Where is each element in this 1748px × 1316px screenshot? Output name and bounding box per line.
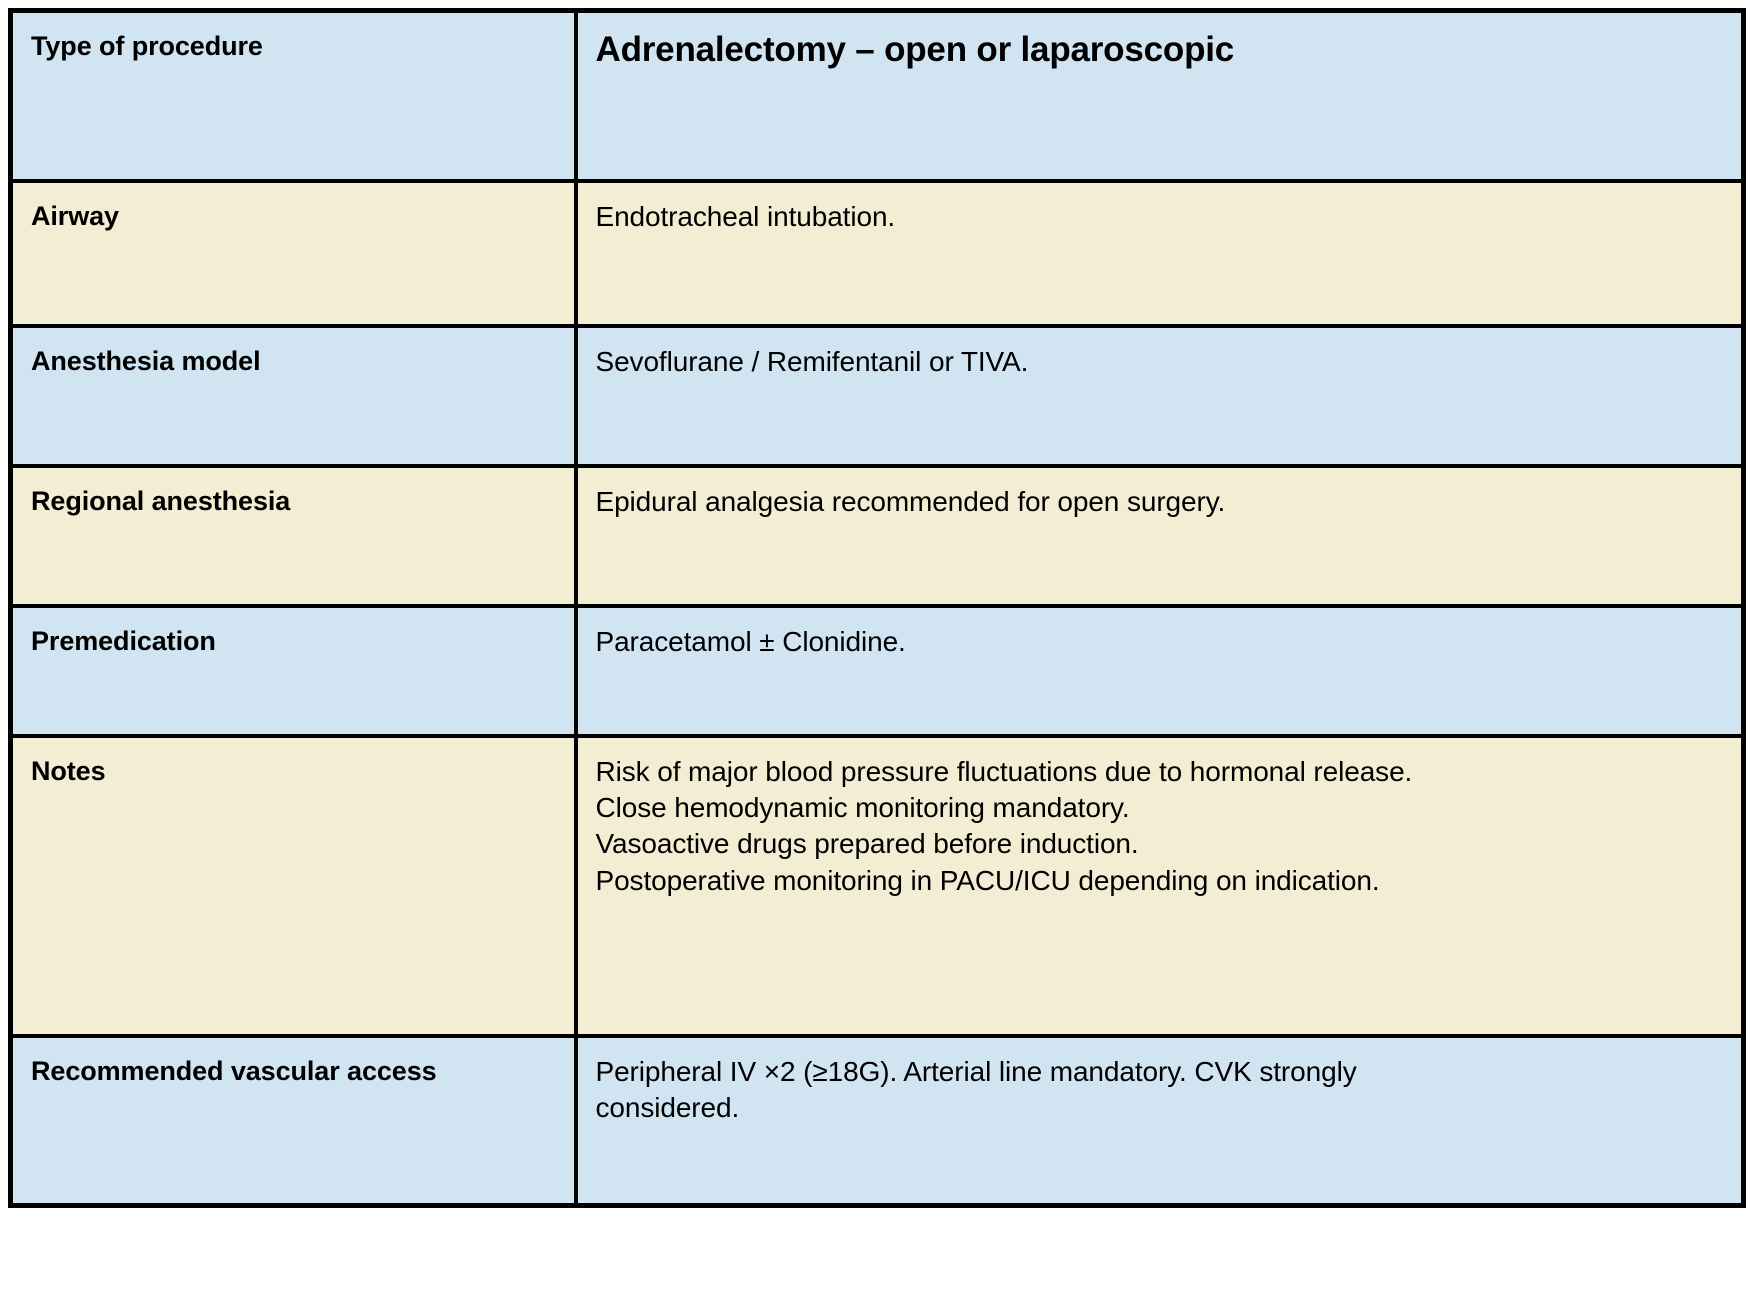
value-line: Close hemodynamic monitoring mandatory. xyxy=(595,791,1130,823)
row-value-anesthesia-model: Sevoflurane / Remifentanil or TIVA. xyxy=(573,323,1746,468)
value-line: Sevoflurane / Remifentanil or TIVA. xyxy=(595,345,1029,377)
value-line: Vasoactive drugs prepared before inducti… xyxy=(595,828,1139,860)
table-row-regional-anesthesia: Regional anesthesia Epidural analgesia r… xyxy=(8,463,1746,608)
row-value-procedure-title: Adrenalectomy – open or laparoscopic xyxy=(573,8,1746,183)
row-label-notes: Notes xyxy=(8,733,578,1038)
procedure-table-body: Type of procedure Adrenalectomy – open o… xyxy=(8,8,1746,1208)
value-line: Postoperative monitoring in PACU/ICU dep… xyxy=(595,864,1380,896)
row-label-premedication: Premedication xyxy=(8,603,578,738)
row-label-regional-anesthesia: Regional anesthesia xyxy=(8,463,578,608)
value-line: Peripheral IV ×2 (≥18G). Arterial line m… xyxy=(595,1055,1357,1087)
row-value-airway: Endotracheal intubation. xyxy=(573,178,1746,328)
table-row-airway: Airway Endotracheal intubation. xyxy=(8,178,1746,328)
table-row-notes: Notes Risk of major blood pressure fluct… xyxy=(8,733,1746,1038)
table-row-premedication: Premedication Paracetamol ± Clonidine. xyxy=(8,603,1746,738)
row-label-airway: Airway xyxy=(8,178,578,328)
row-value-premedication: Paracetamol ± Clonidine. xyxy=(573,603,1746,738)
row-value-regional-anesthesia: Epidural analgesia recommended for open … xyxy=(573,463,1746,608)
row-value-recommended-vascular-access: Peripheral IV ×2 (≥18G). Arterial line m… xyxy=(573,1033,1746,1208)
value-line: considered. xyxy=(595,1091,740,1123)
value-line: Endotracheal intubation. xyxy=(595,200,896,232)
value-line: Paracetamol ± Clonidine. xyxy=(595,625,906,657)
row-label-type-of-procedure: Type of procedure xyxy=(8,8,578,183)
table-row-type-of-procedure: Type of procedure Adrenalectomy – open o… xyxy=(8,8,1746,183)
row-value-notes: Risk of major blood pressure fluctuation… xyxy=(573,733,1746,1038)
row-label-recommended-vascular-access: Recommended vascular access xyxy=(8,1033,578,1208)
value-line: Risk of major blood pressure fluctuation… xyxy=(595,755,1413,787)
table-row-recommended-vascular-access: Recommended vascular access Peripheral I… xyxy=(8,1033,1746,1208)
value-line: Epidural analgesia recommended for open … xyxy=(595,485,1226,517)
table-row-anesthesia-model: Anesthesia model Sevoflurane / Remifenta… xyxy=(8,323,1746,468)
row-label-anesthesia-model: Anesthesia model xyxy=(8,323,578,468)
procedure-table: Type of procedure Adrenalectomy – open o… xyxy=(8,8,1746,1208)
